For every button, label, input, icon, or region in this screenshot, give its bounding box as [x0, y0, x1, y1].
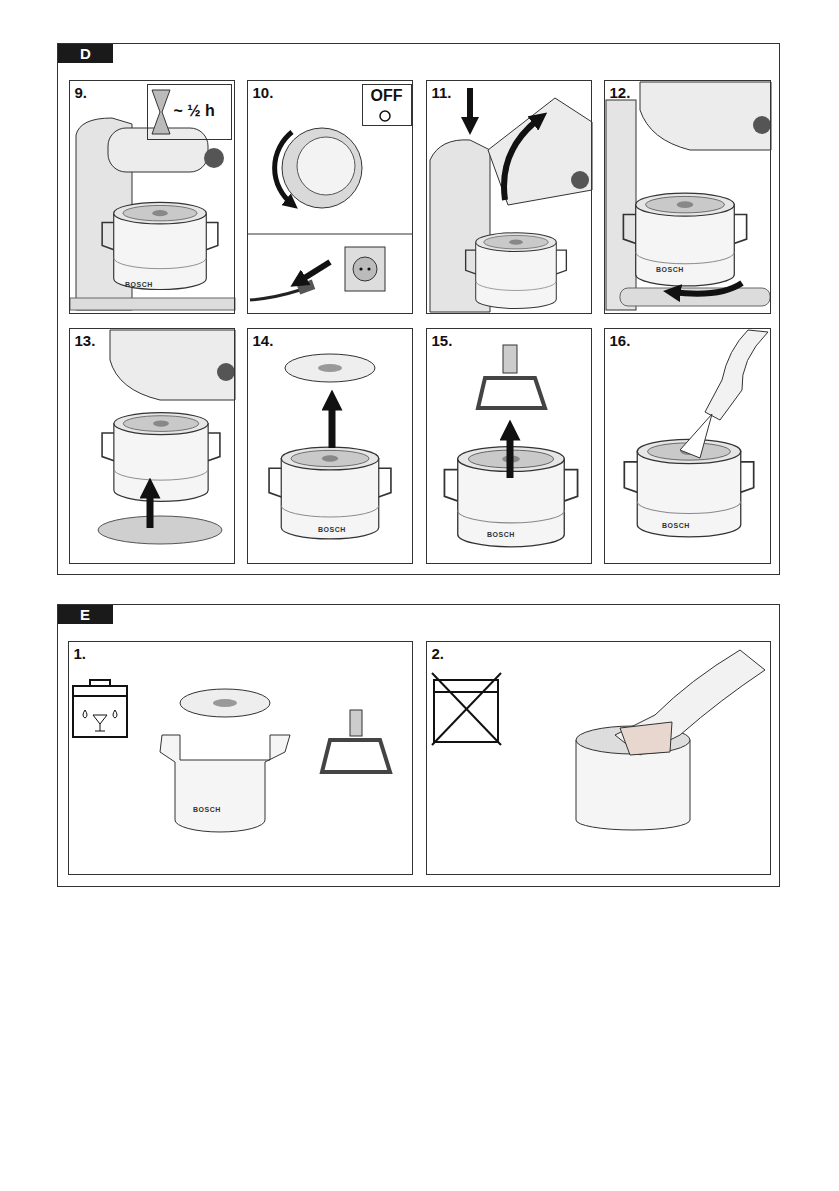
step-panel: 10. OFF	[247, 80, 413, 314]
step-panel: 11.	[426, 80, 592, 314]
brand-mark: BOSCH	[193, 806, 221, 813]
step-panel: 15.	[426, 328, 592, 564]
section-frame: D 9. ~ ½ h 10. OFF 11. 12. 13. 14. 15. 16.	[57, 43, 780, 575]
step-number: 16.	[610, 332, 631, 349]
symbol-box: ~ ½ h	[147, 84, 232, 140]
step-panel: 13.	[69, 328, 235, 564]
step-number: 10.	[253, 84, 274, 101]
step-panel: 1.	[68, 641, 413, 875]
brand-mark: BOSCH	[656, 266, 684, 273]
section-tab: E	[58, 605, 113, 624]
step-number: 12.	[610, 84, 631, 101]
step-panel: 12.	[604, 80, 771, 314]
step-number: 15.	[432, 332, 453, 349]
section-frame: E 1. 2.	[57, 604, 780, 887]
step-number: 1.	[74, 645, 87, 662]
step-number: 2.	[432, 645, 445, 662]
symbol-box: OFF	[362, 84, 412, 126]
symbol-text: OFF	[363, 87, 411, 105]
step-number: 13.	[75, 332, 96, 349]
step-number: 9.	[75, 84, 88, 101]
brand-mark: BOSCH	[125, 281, 153, 288]
brand-mark: BOSCH	[662, 522, 690, 529]
step-panel: 9. ~ ½ h	[69, 80, 235, 314]
brand-mark: BOSCH	[318, 526, 346, 533]
brand-mark: BOSCH	[487, 531, 515, 538]
step-panel: 2.	[426, 641, 771, 875]
step-number: 11.	[432, 84, 452, 101]
section-tab: D	[58, 44, 113, 63]
symbol-text: ~ ½ h	[174, 102, 231, 120]
step-number: 14.	[253, 332, 274, 349]
